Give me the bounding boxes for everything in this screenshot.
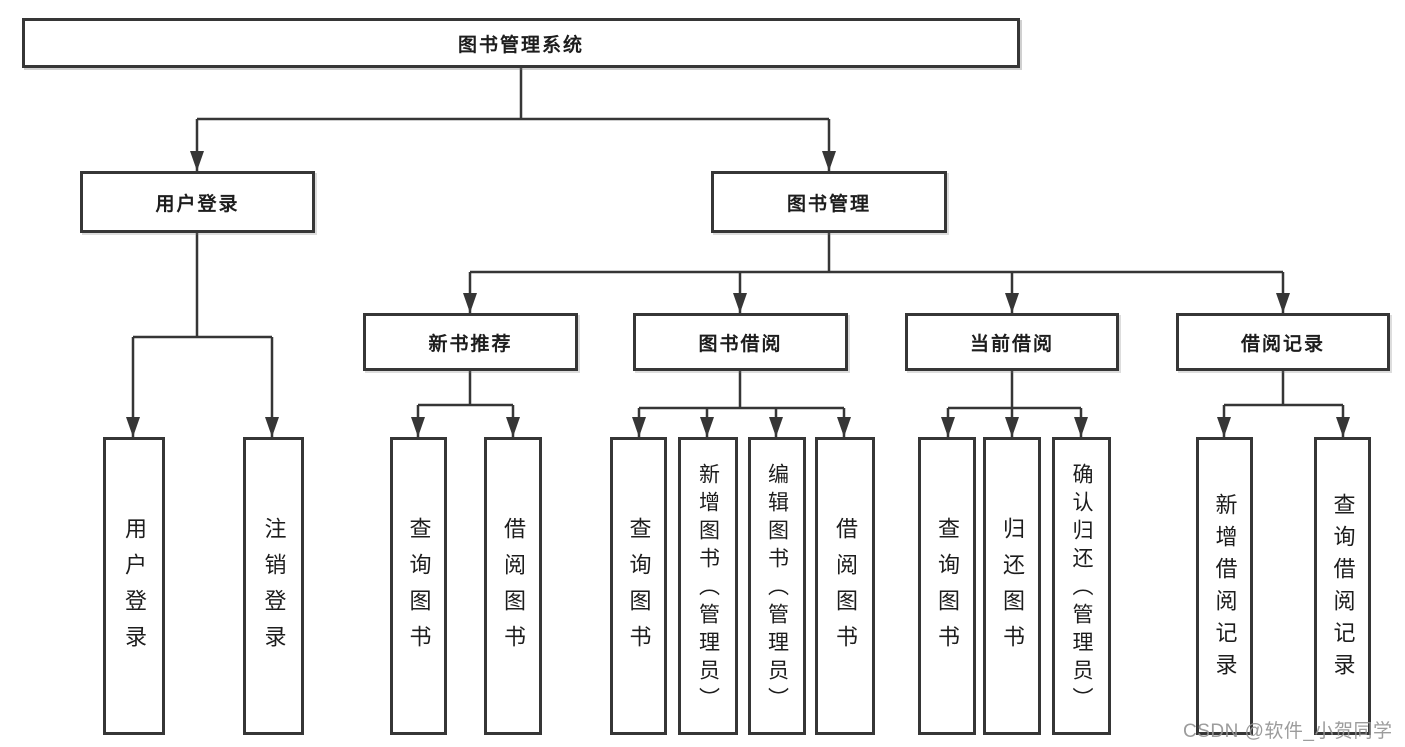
leaf-logout: 注销登录 [243, 437, 304, 735]
node-book-management: 图书管理 [711, 171, 947, 233]
arrowhead [126, 417, 140, 437]
leaf-return-book: 归还图书 [983, 437, 1041, 735]
arrowhead [1276, 293, 1290, 313]
arrowhead [837, 417, 851, 437]
leaf-add-borrow-record: 新增借阅记录 [1196, 437, 1253, 735]
node-book-borrow: 图书借阅 [633, 313, 848, 371]
arrowhead [411, 417, 425, 437]
node-borrow-records: 借阅记录 [1176, 313, 1390, 371]
node-current-borrow: 当前借阅 [905, 313, 1119, 371]
connector-borrow-children [632, 371, 851, 437]
arrowhead [700, 417, 714, 437]
arrowhead [733, 293, 747, 313]
node-root: 图书管理系统 [22, 18, 1020, 68]
arrowhead [506, 417, 520, 437]
arrowhead [463, 293, 477, 313]
leaf-borrow-book-recommend: 借阅图书 [484, 437, 542, 735]
arrowhead [1217, 417, 1231, 437]
connector-records-children [1217, 371, 1350, 437]
csdn-watermark: CSDN @软件_小贺同学 [1183, 721, 1393, 742]
connector-current-children [941, 371, 1088, 437]
connector-book-mgmt-to-level3 [463, 233, 1290, 313]
leaf-edit-book-admin: 编辑图书（管理员） [748, 437, 806, 735]
leaf-query-book-borrow: 查询图书 [610, 437, 667, 735]
leaf-user-login: 用户登录 [103, 437, 165, 735]
leaf-confirm-return-admin: 确认归还（管理员） [1052, 437, 1111, 735]
connector-root-to-level2 [190, 68, 836, 171]
leaf-add-book-admin: 新增图书（管理员） [678, 437, 738, 735]
node-user-login: 用户登录 [80, 171, 315, 233]
arrowhead [190, 151, 204, 171]
leaf-query-borrow-record: 查询借阅记录 [1314, 437, 1371, 735]
connector-user-login-children [126, 233, 279, 437]
arrowhead [822, 151, 836, 171]
arrowhead [632, 417, 646, 437]
arrowhead [1005, 293, 1019, 313]
arrowhead [941, 417, 955, 437]
arrowhead [769, 417, 783, 437]
arrowhead [1074, 417, 1088, 437]
leaf-borrow-book: 借阅图书 [815, 437, 875, 735]
arrowhead [265, 417, 279, 437]
arrowhead [1336, 417, 1350, 437]
leaf-query-book-recommend: 查询图书 [390, 437, 447, 735]
arrowhead [1005, 417, 1019, 437]
leaf-query-book-current: 查询图书 [918, 437, 976, 735]
node-new-book-recommend: 新书推荐 [363, 313, 578, 371]
connector-newbook-children [411, 371, 520, 437]
